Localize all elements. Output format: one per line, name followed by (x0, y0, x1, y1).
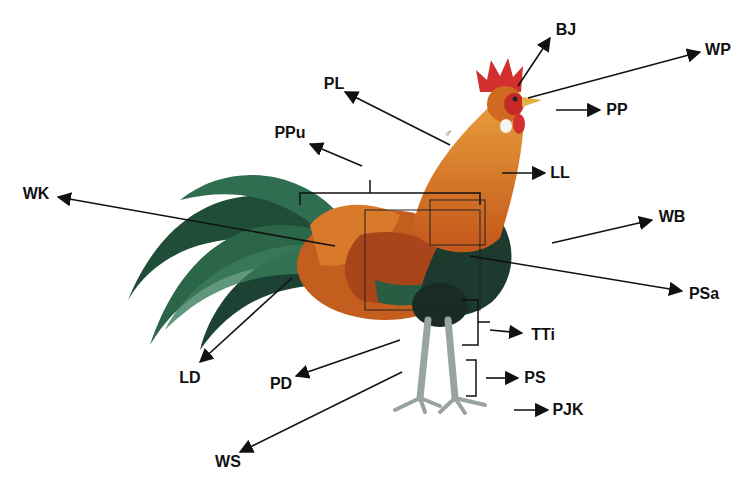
leader-lines (58, 38, 700, 452)
beak (522, 97, 542, 107)
part-label: PPu (274, 125, 305, 141)
toes (440, 398, 485, 413)
face (504, 93, 524, 115)
bracket (466, 360, 476, 396)
part-label: PJK (552, 402, 583, 418)
leader-arrow (486, 377, 518, 379)
leader-arrow (552, 220, 652, 243)
leader-arrow (470, 256, 682, 291)
leader-arrow (518, 38, 550, 86)
leader-arrow (490, 330, 522, 333)
part-label: WB (659, 209, 686, 225)
leader-arrow (556, 109, 600, 111)
toes (395, 398, 440, 412)
leader-arrow (345, 92, 450, 145)
part-label: BJ (556, 22, 576, 38)
leader-arrow (58, 197, 335, 246)
brackets (300, 180, 490, 396)
leader-arrow (200, 278, 292, 362)
bracket (462, 300, 490, 345)
part-label: PD (270, 376, 292, 392)
part-label: WP (705, 42, 731, 58)
region-box (365, 210, 480, 310)
part-label: WS (215, 454, 241, 470)
neck-hackle (412, 108, 524, 252)
leader-arrow (310, 144, 362, 166)
earlobe (500, 119, 512, 133)
eye (513, 97, 518, 102)
sex-symbol: ♂ (444, 128, 452, 139)
region-box (430, 200, 485, 245)
part-label: PS (524, 370, 545, 386)
part-label: PL (324, 76, 344, 92)
leader-arrow (514, 409, 548, 411)
shank (420, 320, 428, 398)
part-label: PP (606, 102, 627, 118)
thigh (412, 283, 468, 327)
leader-arrow (528, 52, 700, 98)
part-label: LL (550, 165, 570, 181)
part-label: WK (23, 186, 50, 202)
bracket (300, 180, 480, 205)
shank (448, 320, 455, 398)
part-label: PSa (689, 286, 719, 302)
part-label: LD (179, 370, 200, 386)
leader-arrow (240, 372, 402, 452)
legs (395, 320, 485, 413)
leader-arrow (296, 340, 400, 376)
leader-arrow (502, 172, 545, 174)
part-label: TTi (531, 327, 555, 343)
wattle (513, 114, 525, 134)
